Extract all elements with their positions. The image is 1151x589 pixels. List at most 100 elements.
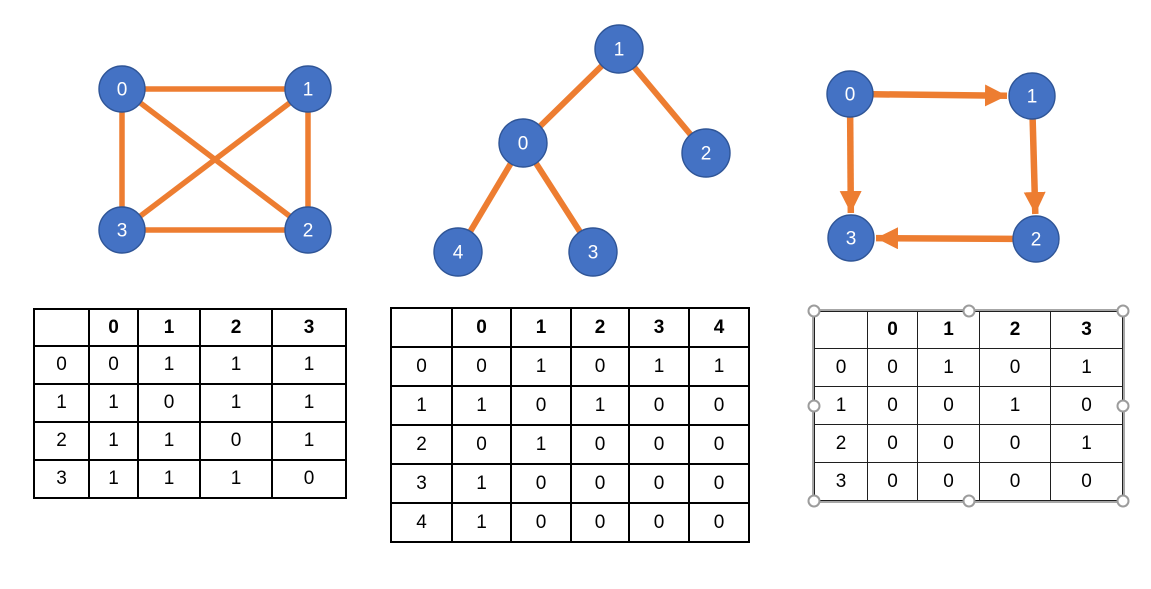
row-header-1[interactable]: 1 [390,385,453,426]
matrix-cell[interactable]: 0 [979,424,1051,463]
col-header-1[interactable]: 1 [137,308,201,347]
matrix-cell[interactable]: 0 [1050,386,1123,425]
graph-edge-0-3[interactable] [839,116,862,214]
matrix-cell[interactable]: 1 [199,459,273,499]
matrix-cell[interactable]: 0 [628,502,690,543]
matrix-cell[interactable]: 0 [688,424,750,465]
matrix-cell[interactable]: 0 [917,386,980,425]
matrix-cell[interactable]: 1 [271,345,347,385]
matrix-cell[interactable]: 1 [451,502,512,543]
row-header-0[interactable]: 0 [814,348,868,387]
graph-edge-0-1[interactable] [872,84,1008,107]
col-header-3[interactable]: 3 [1050,311,1123,349]
graph-node-0[interactable]: 0 [98,65,146,113]
corner-cell[interactable] [814,311,868,349]
corner-cell[interactable] [390,307,453,348]
col-header-2[interactable]: 2 [570,307,630,348]
graph-node-0[interactable]: 0 [498,118,548,168]
row-header-2[interactable]: 2 [390,424,453,465]
matrix-cell[interactable]: 0 [867,348,918,387]
selection-handle-bottom-center[interactable] [962,494,975,508]
matrix-cell[interactable]: 0 [570,346,630,387]
row-header-3[interactable]: 3 [390,463,453,504]
matrix-cell[interactable]: 0 [979,462,1051,501]
matrix-cell[interactable]: 0 [570,502,630,543]
node-circle[interactable] [1012,215,1060,263]
col-header-0[interactable]: 0 [88,308,139,347]
matrix-cell[interactable]: 0 [917,424,980,463]
row-header-0[interactable]: 0 [33,345,90,385]
graph-edge-2-3[interactable] [875,227,1014,250]
row-header-3[interactable]: 3 [33,459,90,499]
matrix-cell[interactable]: 1 [88,383,139,423]
col-header-2[interactable]: 2 [979,311,1051,349]
corner-cell[interactable] [33,308,90,347]
matrix-cell[interactable]: 0 [867,424,918,463]
node-circle[interactable] [433,227,483,277]
matrix-cell[interactable]: 0 [688,385,750,426]
matrix-cell[interactable]: 1 [137,345,201,385]
matrix-cell[interactable]: 0 [88,345,139,385]
node-circle[interactable] [98,206,146,254]
selection-handle-top-right[interactable] [1116,304,1130,318]
matrix-cell[interactable]: 1 [1050,348,1123,387]
matrix-cell[interactable]: 1 [688,346,750,387]
row-header-2[interactable]: 2 [814,424,868,463]
matrix-cell[interactable]: 0 [510,385,572,426]
matrix-cell[interactable]: 0 [628,463,690,504]
matrix-cell[interactable]: 0 [1050,462,1123,501]
selection-handle-mid-right[interactable] [1116,399,1130,413]
matrix-cell[interactable]: 0 [451,346,512,387]
col-header-4[interactable]: 4 [688,307,750,348]
matrix-cell[interactable]: 1 [451,385,512,426]
node-circle[interactable] [568,227,618,277]
matrix-cell[interactable]: 1 [271,383,347,423]
matrix-cell[interactable]: 0 [570,424,630,465]
selection-handle-bottom-right[interactable] [1116,494,1130,508]
graph-edge-1-3[interactable] [120,86,310,233]
graph-node-3[interactable]: 3 [98,206,146,254]
matrix-cell[interactable]: 1 [137,459,201,499]
graph-node-1[interactable]: 1 [594,24,644,74]
matrix-cell[interactable]: 0 [199,421,273,461]
row-header-3[interactable]: 3 [814,462,868,501]
col-header-3[interactable]: 3 [271,308,347,347]
col-header-3[interactable]: 3 [628,307,690,348]
node-circle[interactable] [284,65,332,113]
matrix-cell[interactable]: 0 [688,463,750,504]
node-circle[interactable] [594,24,644,74]
matrix-cell[interactable]: 1 [88,421,139,461]
matrix-cell[interactable]: 0 [628,424,690,465]
graph-node-0[interactable]: 0 [826,70,874,118]
matrix-cell[interactable]: 1 [199,383,273,423]
matrix-cell[interactable]: 1 [510,424,572,465]
col-header-0[interactable]: 0 [867,311,918,349]
graph-node-2[interactable]: 2 [1012,215,1060,263]
node-circle[interactable] [98,65,146,113]
graph-node-2[interactable]: 2 [284,206,332,254]
matrix-cell[interactable]: 1 [451,463,512,504]
graph-edge-1-2[interactable] [1023,118,1046,215]
col-header-2[interactable]: 2 [199,308,273,347]
col-header-0[interactable]: 0 [451,307,512,348]
row-header-2[interactable]: 2 [33,421,90,461]
matrix-cell[interactable]: 1 [271,421,347,461]
matrix-cell[interactable]: 0 [510,502,572,543]
matrix-cell[interactable]: 0 [867,462,918,501]
node-circle[interactable] [1008,72,1056,120]
matrix-cell[interactable]: 0 [628,385,690,426]
matrix-cell[interactable]: 1 [570,385,630,426]
matrix-cell[interactable]: 1 [628,346,690,387]
matrix-cell[interactable]: 1 [917,348,980,387]
row-header-1[interactable]: 1 [814,386,868,425]
graph-node-2[interactable]: 2 [681,128,731,178]
matrix-cell[interactable]: 0 [271,459,347,499]
node-circle[interactable] [284,206,332,254]
selection-handle-mid-left[interactable] [807,399,821,413]
